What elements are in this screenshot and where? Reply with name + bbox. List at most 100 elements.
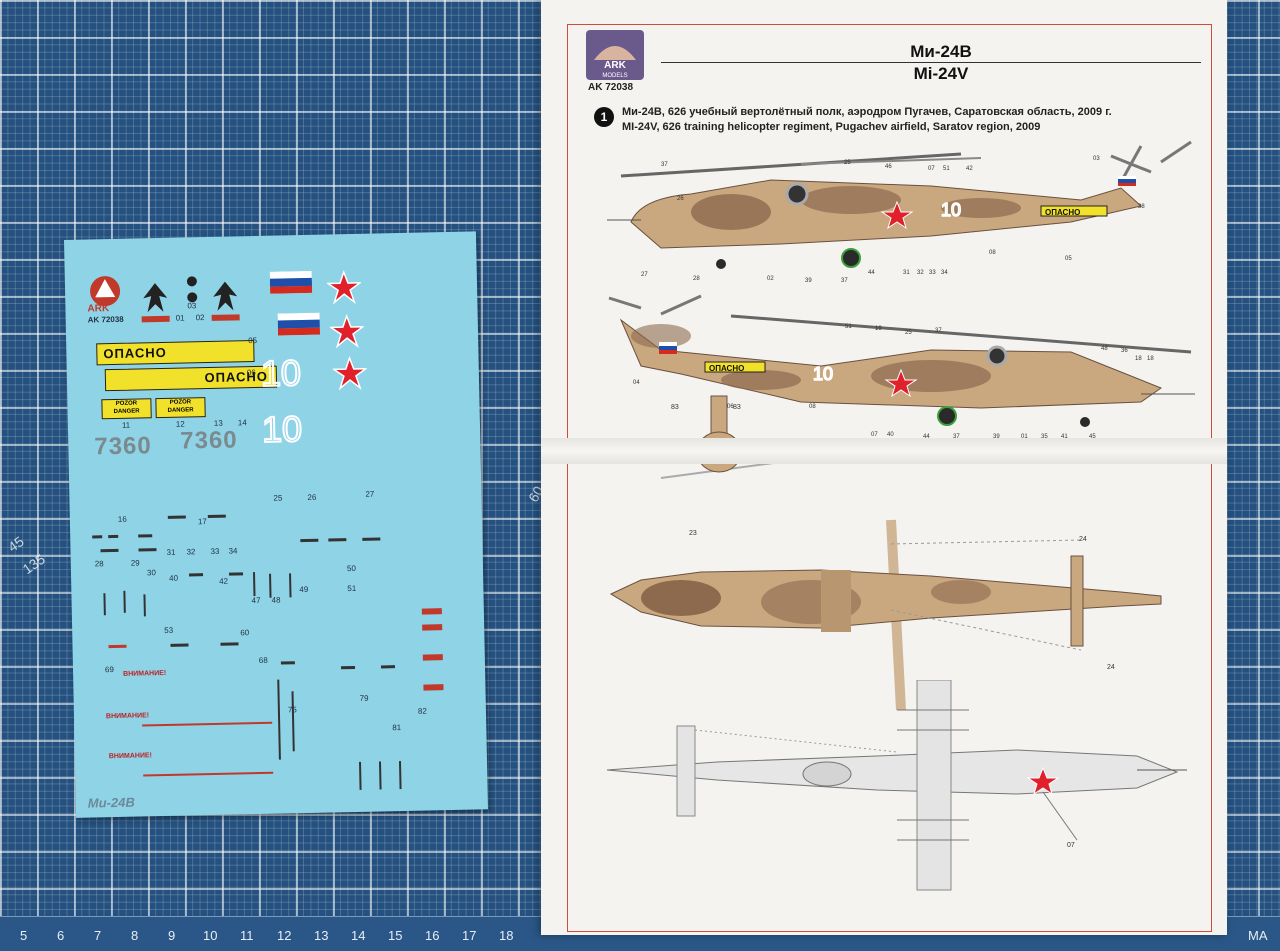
- callout: 44: [868, 270, 875, 276]
- svg-text:10: 10: [813, 364, 833, 384]
- callout: 37: [841, 278, 848, 284]
- decal-label: 01: [175, 313, 185, 323]
- red-star-icon: [326, 269, 362, 305]
- svg-text:10: 10: [941, 200, 961, 220]
- decal-label: 27: [365, 489, 375, 499]
- decal-label: 53: [164, 625, 174, 635]
- pozor-danger-decal: POZOR DANGER: [155, 397, 206, 419]
- decal-sheet: ARK AK 72038 01 02 03 ОПАСНО ОПАСНО 05 0…: [64, 231, 489, 818]
- callout: 01: [1021, 434, 1028, 440]
- sheet-code: AK 72038: [588, 82, 634, 93]
- callout: 45: [1089, 434, 1096, 440]
- decal-footer: Ми-24В: [87, 794, 135, 811]
- svg-text:ARK: ARK: [604, 60, 626, 71]
- callout: 25: [844, 160, 851, 166]
- decal-label: 51: [347, 583, 357, 594]
- ark-models-logo: ARK MODELS: [586, 30, 644, 80]
- callout: 24: [1079, 536, 1087, 543]
- sheet-fold: [541, 438, 1227, 464]
- decal-label: 31: [166, 547, 176, 557]
- decal-label: 40: [169, 573, 179, 583]
- callout: 05: [1065, 256, 1072, 262]
- svg-text:10: 10: [262, 408, 303, 450]
- callout: 37: [953, 434, 960, 440]
- callout: 51: [845, 324, 852, 330]
- decal-label: 03: [187, 301, 197, 311]
- decal-logo-text: ARK: [87, 303, 110, 315]
- callout: 37: [935, 328, 942, 334]
- callout: 35: [1041, 434, 1048, 440]
- decal-label: 49: [299, 584, 309, 595]
- decal-label: 60: [240, 628, 250, 638]
- decal-label: 29: [130, 558, 140, 568]
- callout: 18: [1147, 356, 1154, 362]
- decal-label: 25: [273, 493, 283, 503]
- opasno-stripe: ОПАСНО: [96, 340, 255, 366]
- callout: 08: [989, 250, 996, 256]
- callout: 39: [805, 278, 812, 284]
- svg-text:10: 10: [260, 352, 301, 394]
- callout: 19: [875, 326, 882, 332]
- callout: 08: [809, 404, 816, 410]
- svg-text:ОПАСНО: ОПАСНО: [1045, 208, 1080, 217]
- callout: 04: [633, 380, 640, 386]
- caption-en: MI-24V, 626 training helicopter regiment…: [622, 121, 1041, 133]
- title-en: Mi-24V: [913, 64, 969, 83]
- decal-label: 32: [186, 547, 196, 557]
- decal-label: 05: [248, 335, 258, 346]
- decal-label: 82: [417, 706, 427, 716]
- callout: 34: [941, 270, 948, 276]
- russian-flag-icon: [277, 312, 321, 336]
- helicopter-side-view-left: 10 ОПАСНО: [607, 140, 1192, 269]
- number-7360: 7360: [94, 432, 153, 461]
- callout: 48: [1101, 346, 1108, 352]
- decal-label: 17: [197, 517, 207, 527]
- callout: 24: [1107, 664, 1115, 671]
- decal-label: 33: [210, 546, 220, 556]
- helicopter-top-view: [609, 519, 1162, 710]
- decal-label: 34: [228, 546, 238, 556]
- red-star-icon: [332, 355, 368, 391]
- decal-label: 69: [104, 665, 115, 675]
- sheet-frame: [567, 24, 1212, 932]
- decal-label: 68: [258, 655, 268, 666]
- callout: 27: [641, 272, 648, 278]
- callout: 39: [993, 434, 1000, 440]
- callout: 03: [1093, 156, 1100, 162]
- decal-label: 26: [307, 492, 317, 502]
- title-divider: [661, 62, 1201, 63]
- decal-label: 79: [359, 693, 369, 703]
- callout: 32: [917, 270, 924, 276]
- decal-label: 02: [195, 313, 205, 323]
- decal-label: 06: [246, 368, 256, 378]
- title-ru: Ми-24В: [910, 42, 972, 61]
- helicopter-side-view-right: 10 ОПАСНО: [608, 294, 1195, 427]
- callout: 42: [966, 166, 973, 172]
- callout: 41: [1061, 434, 1068, 440]
- red-star-icon: [329, 313, 365, 349]
- instruction-sheet: ARK MODELS AK 72038 Ми-24В Mi-24V 1 Ми-2…: [541, 0, 1227, 935]
- small-decals: [92, 514, 444, 790]
- helicopter-bottom-view: [606, 680, 1187, 891]
- callout: 33: [929, 270, 936, 276]
- callout: 26: [677, 196, 684, 202]
- callout: 28: [693, 276, 700, 282]
- decal-label: 75: [287, 705, 297, 715]
- decal-label: 47: [251, 595, 261, 606]
- step-number: 1: [594, 107, 614, 127]
- decal-label: 30: [146, 568, 156, 578]
- side-number-10: 10 10: [259, 351, 303, 451]
- callout: 83: [733, 404, 741, 411]
- callout: 06: [727, 404, 734, 410]
- callout: 38: [1138, 204, 1145, 210]
- decal-label: 11: [121, 420, 131, 430]
- callout: 25: [905, 330, 912, 336]
- callout: 23: [689, 530, 697, 537]
- bird-emblem-icon: [211, 281, 240, 321]
- russian-flag-icon: [269, 270, 313, 294]
- decal-label: 14: [237, 418, 247, 428]
- callout: 83: [671, 404, 679, 411]
- vnimanie-decal: ВНИМАНИЕ!: [105, 712, 150, 721]
- number-7360: 7360: [179, 426, 238, 455]
- callout: 02: [767, 276, 774, 282]
